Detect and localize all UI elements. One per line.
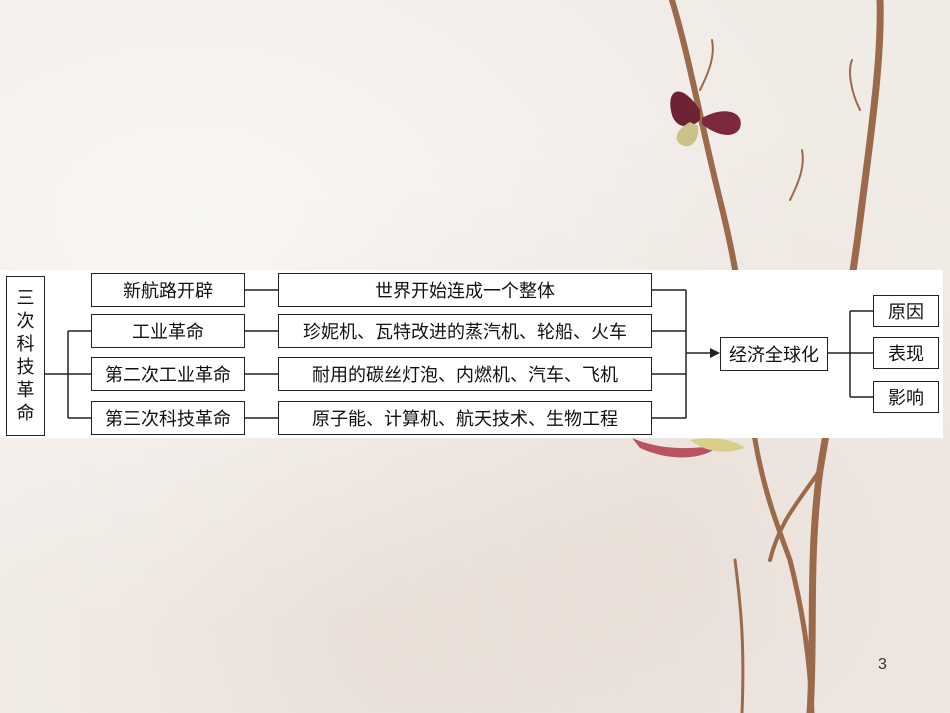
aspect-node-2: 影响 xyxy=(873,381,939,413)
aspect-node-1: 表现 xyxy=(873,337,939,369)
category-node-3: 第三次科技革命 xyxy=(91,401,245,435)
butterfly-icon xyxy=(670,91,741,147)
result-node: 经济全球化 xyxy=(720,337,828,371)
arrow-head-icon xyxy=(710,348,720,358)
root-char: 技 xyxy=(16,357,35,378)
category-node-0: 新航路开辟 xyxy=(91,273,245,307)
root-char: 命 xyxy=(16,403,35,424)
category-node-2: 第二次工业革命 xyxy=(91,357,245,391)
detail-node-2: 耐用的碳丝灯泡、内燃机、汽车、飞机 xyxy=(278,357,652,391)
root-char: 三 xyxy=(16,288,35,309)
root-char: 革 xyxy=(16,380,35,401)
detail-node-1: 珍妮机、瓦特改进的蒸汽机、轮船、火车 xyxy=(278,314,652,348)
page-number: 3 xyxy=(878,656,887,673)
root-node: 三 次 科 技 革 命 xyxy=(6,276,45,436)
root-char: 次 xyxy=(16,311,35,332)
root-char: 科 xyxy=(16,334,35,355)
connector-lines xyxy=(45,289,873,419)
detail-node-3: 原子能、计算机、航天技术、生物工程 xyxy=(278,401,652,435)
category-node-1: 工业革命 xyxy=(91,314,245,348)
aspect-node-0: 原因 xyxy=(873,295,939,327)
diagram-panel: 三 次 科 技 革 命 新航路开辟 工业革命 第二次工业革命 第三次科技革命 世… xyxy=(0,270,943,438)
detail-node-0: 世界开始连成一个整体 xyxy=(278,273,652,307)
